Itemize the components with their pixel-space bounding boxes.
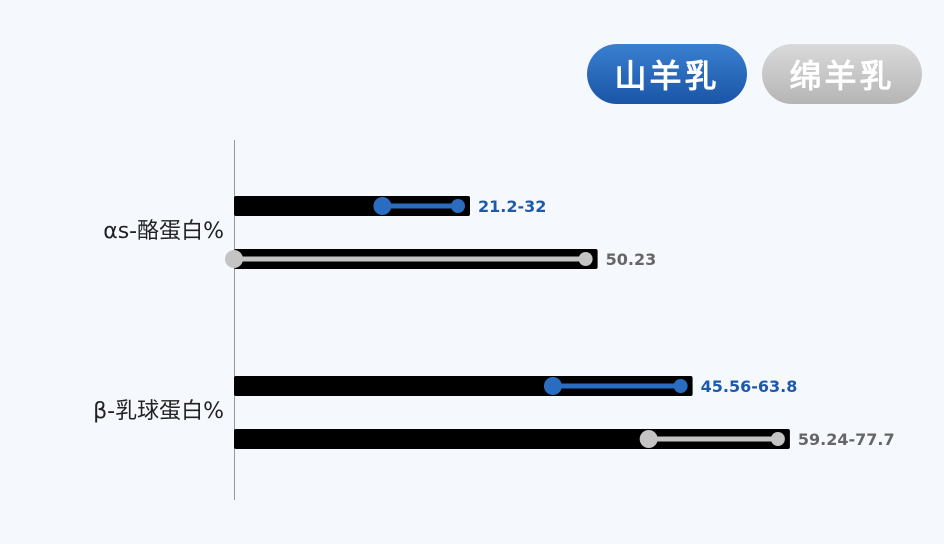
range-start-dot [639, 430, 658, 448]
range-end-dot [578, 252, 593, 266]
range-end-dot [770, 432, 785, 446]
value-label: 45.56-63.8 [701, 377, 798, 396]
range-start-dot [543, 377, 562, 395]
legend-sheep-milk[interactable]: 绵羊乳 [762, 44, 922, 104]
value-label: 59.24-77.7 [798, 430, 895, 449]
range-start-dot [373, 197, 392, 215]
value-label: 50.23 [606, 250, 657, 269]
value-label: 21.2-32 [478, 197, 546, 216]
category-label: β-乳球蛋白% [93, 399, 224, 424]
bar-track [234, 376, 693, 396]
range-start-dot [225, 250, 243, 268]
category-label: αs-酪蛋白% [103, 219, 224, 244]
bar-track [234, 196, 470, 216]
range-end-dot [673, 379, 688, 393]
legend-goat-milk[interactable]: 山羊乳 [587, 44, 747, 104]
range-end-dot [451, 199, 465, 213]
